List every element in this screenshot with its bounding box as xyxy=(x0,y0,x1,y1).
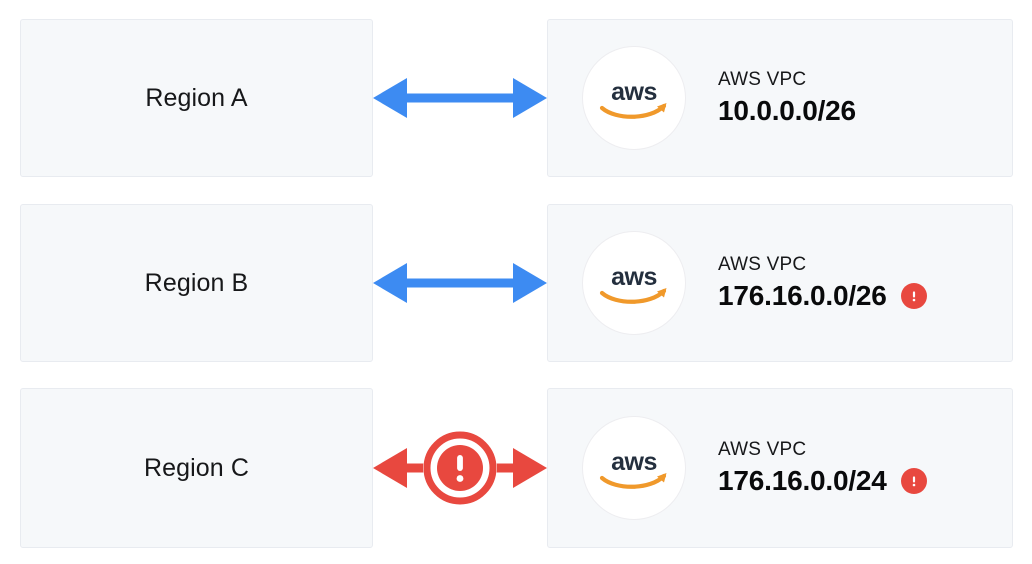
aws-logo-glyph: aws xyxy=(599,263,667,304)
vpc-cidr-line: 176.16.0.0/26 xyxy=(718,279,927,313)
vpc-cidr-line: 10.0.0.0/26 xyxy=(718,94,856,128)
svg-text:aws: aws xyxy=(611,263,657,291)
region-panel-b[interactable]: Region B xyxy=(20,204,373,362)
double-arrow-icon xyxy=(373,78,547,118)
region-panel-c[interactable]: Region C xyxy=(20,388,373,548)
double-arrow-icon xyxy=(373,263,547,303)
aws-logo-icon: aws xyxy=(582,416,686,520)
connector-b xyxy=(373,204,547,362)
diagram-row: Region A aws AWS VPC 10.0.0.0/26 xyxy=(0,19,1032,177)
region-label: Region B xyxy=(144,268,249,297)
vpc-text-block: AWS VPC 10.0.0.0/26 xyxy=(718,68,856,127)
connector-a xyxy=(373,19,547,177)
diagram-row: Region C aws xyxy=(0,388,1032,548)
vpc-cidr-value: 176.16.0.0/26 xyxy=(718,280,887,312)
svg-text:aws: aws xyxy=(611,78,657,106)
vpc-panel-c[interactable]: aws AWS VPC 176.16.0.0/24 xyxy=(547,388,1013,548)
region-panel-a[interactable]: Region A xyxy=(20,19,373,177)
error-exclamation-icon xyxy=(423,431,497,505)
vpc-text-block: AWS VPC 176.16.0.0/26 xyxy=(718,253,927,312)
svg-text:aws: aws xyxy=(611,448,657,476)
aws-logo-glyph: aws xyxy=(599,448,667,489)
aws-logo-icon: aws xyxy=(582,46,686,150)
vpc-panel-a[interactable]: aws AWS VPC 10.0.0.0/26 xyxy=(547,19,1013,177)
diagram-row: Region B aws AWS VPC 176.16.0.0/26 xyxy=(0,204,1032,362)
connector-c xyxy=(373,388,547,548)
region-label: Region C xyxy=(143,453,250,482)
vpc-title: AWS VPC xyxy=(718,439,807,461)
alert-circle-icon xyxy=(900,467,927,494)
vpc-cidr-line: 176.16.0.0/24 xyxy=(718,464,927,498)
alert-circle-icon xyxy=(900,282,927,309)
vpc-panel-b[interactable]: aws AWS VPC 176.16.0.0/26 xyxy=(547,204,1013,362)
aws-logo-icon: aws xyxy=(582,231,686,335)
region-label: Region A xyxy=(145,83,248,112)
aws-logo-glyph: aws xyxy=(599,78,667,119)
vpc-cidr-value: 176.16.0.0/24 xyxy=(718,465,887,497)
vpc-cidr-value: 10.0.0.0/26 xyxy=(718,95,856,127)
vpc-title: AWS VPC xyxy=(718,254,807,276)
vpc-title: AWS VPC xyxy=(718,69,807,91)
double-arrow-blocked-icon xyxy=(373,431,547,505)
vpc-text-block: AWS VPC 176.16.0.0/24 xyxy=(718,438,927,497)
